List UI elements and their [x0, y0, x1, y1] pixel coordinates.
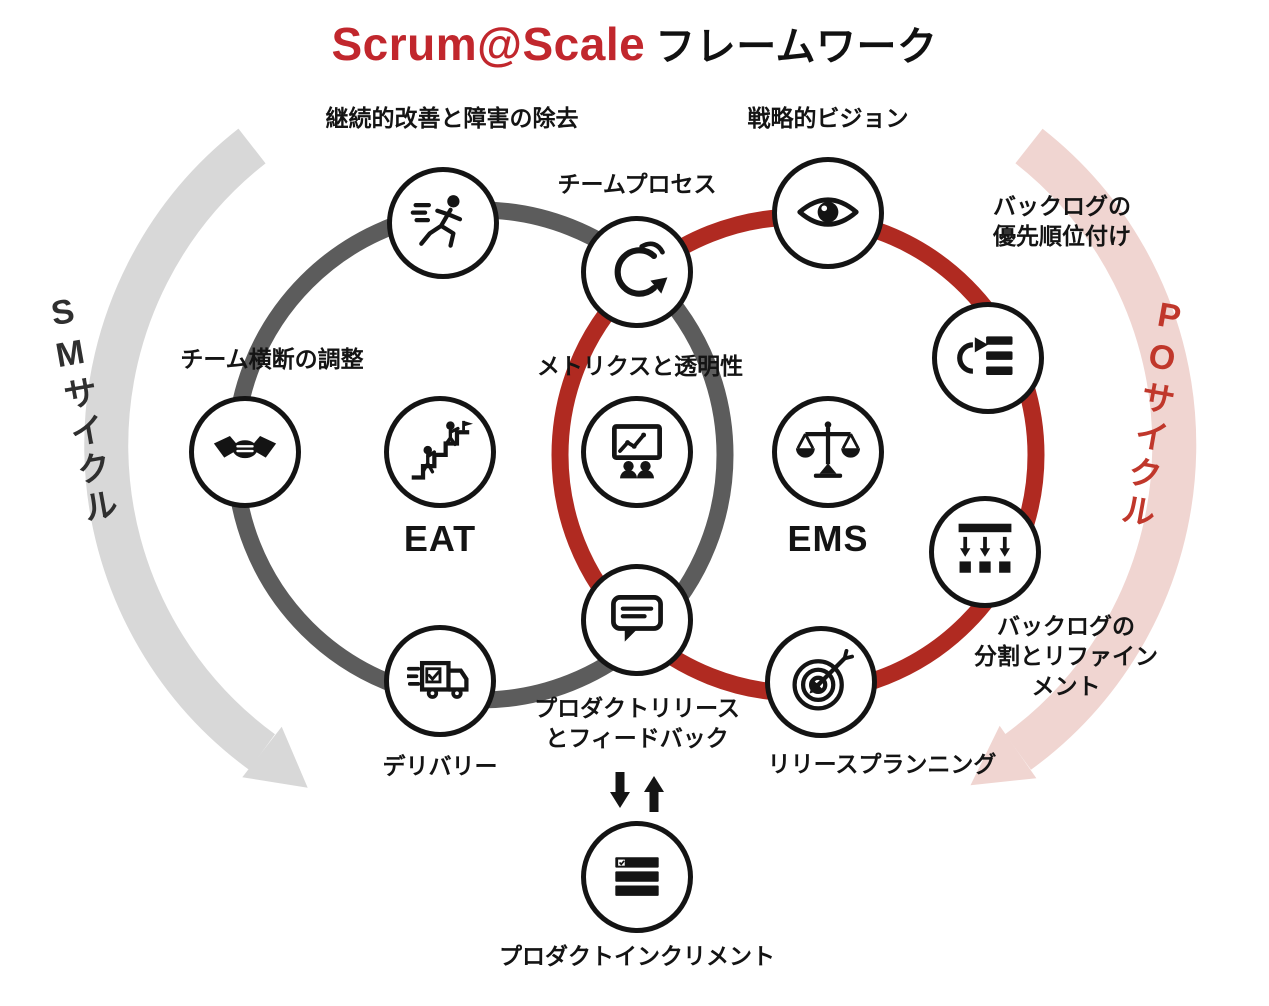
eye-icon — [797, 197, 859, 227]
sm-arc-arrowhead — [242, 726, 308, 788]
down-up-arrows-icon — [610, 772, 664, 812]
label-metrics-transparency: メトリクスと透明性 — [536, 353, 744, 379]
checklist-stack-icon — [615, 857, 659, 896]
label-backlog-refinement: バックログの 分割とリファインメント — [974, 613, 1158, 699]
label-cross-team-coordination: チーム横断の調整 — [180, 346, 364, 372]
po-cycle-arc — [1005, 128, 1197, 770]
speech-bubble-icon — [611, 595, 663, 642]
label-continuous-improvement: 継続的改善と障害の除去 — [325, 105, 579, 131]
node-ems — [772, 396, 884, 508]
node-strategic-vision — [772, 157, 884, 269]
target-icon — [792, 649, 854, 711]
sm-cycle-arc — [84, 128, 275, 770]
po-arc-arrowhead — [970, 725, 1037, 786]
node-release-planning — [765, 626, 877, 738]
node-cross-team-coordination — [189, 396, 301, 508]
label-team-process: チームプロセス — [557, 171, 717, 197]
split-arrows-icon — [958, 523, 1012, 573]
balance-scale-icon — [795, 421, 861, 478]
stairs-climb-icon — [411, 420, 473, 480]
label-product-release-feedback: プロダクトリリース とフィードバック — [534, 695, 740, 751]
label-strategic-vision: 戦略的ビジョン — [747, 105, 909, 131]
title-brand: Scrum@Scale — [331, 18, 646, 70]
node-delivery — [384, 625, 496, 737]
label-backlog-prioritization: バックログの 優先順位付け — [993, 193, 1131, 249]
node-team-process — [581, 216, 693, 328]
presentation-chart-icon — [612, 424, 662, 479]
sprint-loop-icon — [614, 241, 668, 297]
node-metrics-transparency — [581, 396, 693, 508]
label-release-planning: リリースプランニング — [767, 751, 997, 777]
label-product-increment: プロダクトインクリメント — [499, 943, 775, 969]
delivery-truck-icon — [407, 660, 469, 699]
node-product-release-feedback — [581, 564, 693, 676]
refresh-list-icon — [957, 336, 1013, 375]
node-backlog-prioritization — [932, 302, 1044, 414]
handshake-icon — [213, 435, 277, 459]
node-continuous-improvement — [387, 167, 499, 279]
label-ems: EMS — [787, 518, 869, 559]
node-eat — [384, 396, 496, 508]
title-suffix: フレームワーク — [655, 25, 938, 69]
node-product-increment — [581, 821, 693, 933]
node-backlog-refinement — [929, 496, 1041, 608]
label-eat: EAT — [403, 518, 477, 559]
label-delivery: デリバリー — [382, 753, 498, 779]
runner-icon — [410, 195, 463, 248]
